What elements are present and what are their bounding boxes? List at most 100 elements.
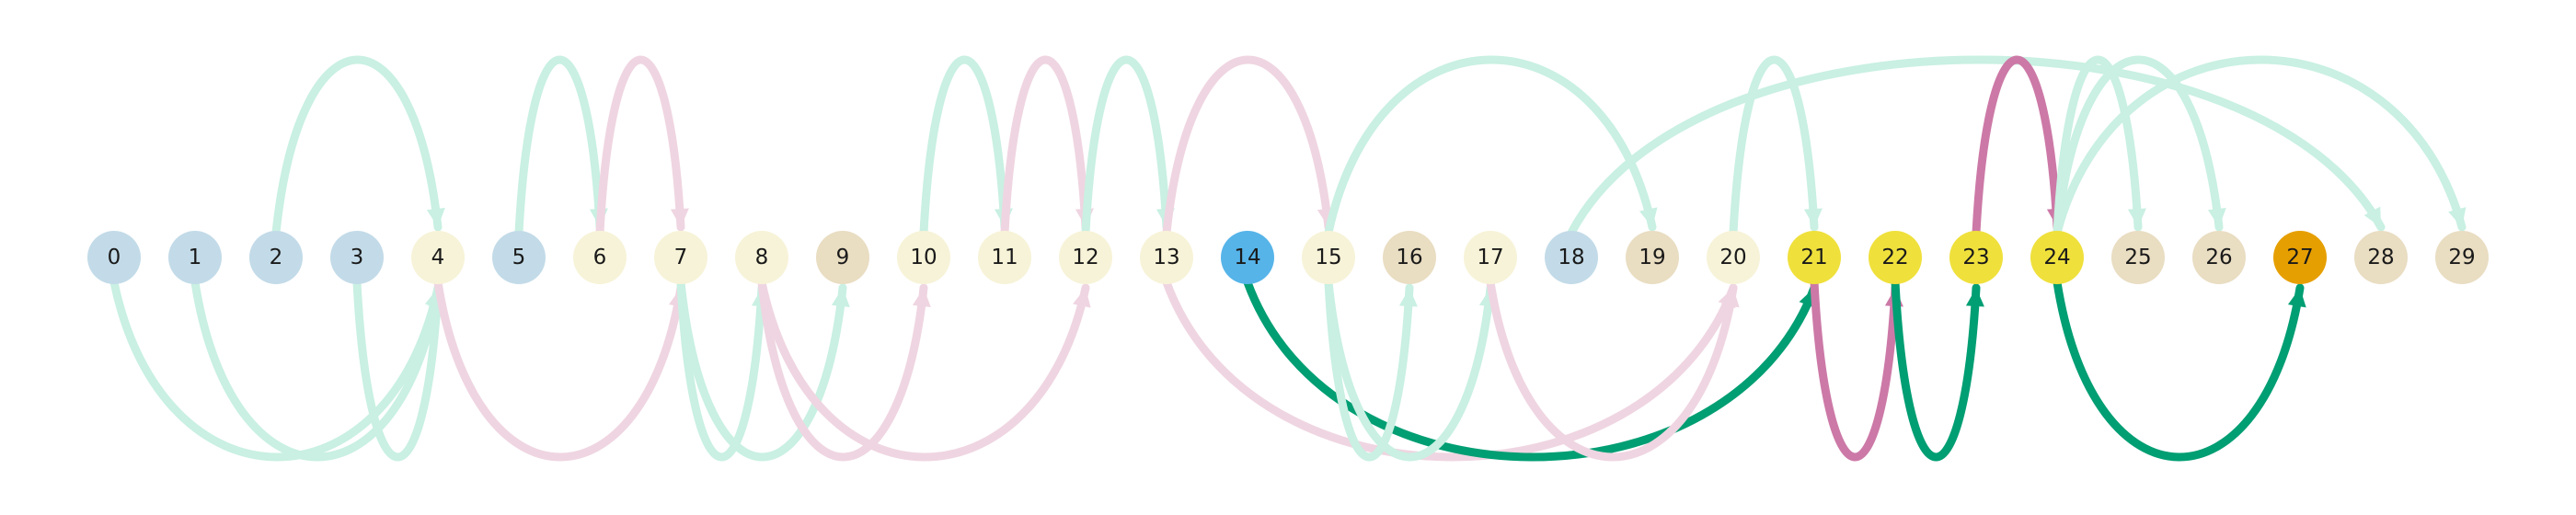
node-19-circle [1626,231,1679,284]
edge-24-to-25-arrowhead [2127,208,2146,227]
node-29-label: 29 [2448,246,2475,269]
edge-2-to-4-arrowhead [426,208,445,227]
edge-20-to-21 [1729,55,1819,237]
node-27-label: 27 [2286,246,2313,269]
edge-18-to-28 [1567,55,2386,237]
edge-6-to-7 [595,55,685,237]
node-24: 24 [2030,231,2084,284]
node-3-label: 3 [351,246,364,269]
edge-1-to-4 [190,278,443,462]
edge-7-to-9 [676,278,847,462]
node-5-label: 5 [512,246,526,269]
edge-14-to-21 [1243,278,1819,462]
node-0: 0 [87,231,141,284]
node-0-label: 0 [108,246,121,269]
edge-21-to-22 [1810,278,1900,462]
node-5-circle [492,231,546,284]
node-16-label: 16 [1396,246,1422,269]
node-9: 9 [816,231,869,284]
edge-5-to-6 [514,55,604,237]
edge-6-to-7-arrowhead [670,208,689,227]
node-8: 8 [735,231,788,284]
node-7: 7 [654,231,707,284]
edge-17-to-20 [1486,278,1738,462]
node-28: 28 [2354,231,2408,284]
node-21: 21 [1788,231,1841,284]
edges-layer [109,55,2467,462]
node-27-circle [2273,231,2327,284]
node-25-label: 25 [2124,246,2151,269]
edge-7-to-9-arrowhead [831,288,850,307]
node-11: 11 [978,231,1031,284]
node-10-label: 10 [910,246,937,269]
edge-15-to-16 [1324,278,1414,462]
node-10: 10 [897,231,950,284]
edge-24-to-27 [2053,278,2305,462]
node-7-label: 7 [674,246,688,269]
edge-8-to-10 [757,278,928,462]
node-6-label: 6 [593,246,607,269]
edge-10-to-11 [919,55,1009,237]
node-21-circle [1788,231,1841,284]
node-27: 27 [2273,231,2327,284]
node-1-label: 1 [189,246,202,269]
node-12-circle [1059,231,1112,284]
node-11-circle [978,231,1031,284]
edge-7-to-8 [676,278,766,462]
node-5: 5 [492,231,546,284]
node-23: 23 [1949,231,2003,284]
node-22-label: 22 [1881,246,1908,269]
node-11-label: 11 [991,246,1018,269]
node-13-label: 13 [1153,246,1179,269]
edge-11-to-12 [1000,55,1090,237]
node-21-label: 21 [1800,246,1827,269]
node-20: 20 [1707,231,1760,284]
node-13: 13 [1140,231,1193,284]
edge-22-to-23-arrowhead [1965,288,1984,307]
node-2-label: 2 [270,246,283,269]
edge-8-to-12-arrowhead [1073,288,1091,308]
edge-2-to-4 [271,55,443,237]
edge-17-to-20-arrowhead [1720,288,1740,308]
node-16-circle [1383,231,1436,284]
node-1: 1 [168,231,222,284]
node-13-circle [1140,231,1193,284]
node-19: 19 [1626,231,1679,284]
node-6-circle [573,231,627,284]
node-14-label: 14 [1234,246,1260,269]
node-17-circle [1464,231,1517,284]
node-26-label: 26 [2205,246,2232,269]
node-25-circle [2111,231,2165,284]
node-20-label: 20 [1719,246,1746,269]
node-12-label: 12 [1072,246,1098,269]
node-26-circle [2192,231,2246,284]
edge-15-to-19 [1324,55,1657,237]
node-12: 12 [1059,231,1112,284]
node-6: 6 [573,231,627,284]
node-24-label: 24 [2043,246,2070,269]
node-25: 25 [2111,231,2165,284]
node-2: 2 [249,231,303,284]
node-18-circle [1545,231,1598,284]
edge-15-to-19-arrowhead [1639,207,1658,227]
node-4-circle [411,231,465,284]
node-29-circle [2435,231,2489,284]
node-2-circle [249,231,303,284]
node-15: 15 [1302,231,1355,284]
edge-13-to-20 [1162,278,1738,462]
node-3-circle [330,231,384,284]
node-28-label: 28 [2367,246,2394,269]
node-18-label: 18 [1558,246,1584,269]
node-17-label: 17 [1477,246,1503,269]
edge-24-to-26 [2053,55,2224,237]
edge-0-to-4 [109,278,443,462]
node-0-circle [87,231,141,284]
node-4: 4 [411,231,465,284]
edge-15-to-16-arrowhead [1398,288,1418,307]
edge-8-to-10-arrowhead [912,288,931,307]
node-4-label: 4 [431,246,445,269]
edge-12-to-13 [1081,55,1171,237]
edge-4-to-7 [433,278,685,462]
edge-24-to-25 [2053,55,2143,237]
